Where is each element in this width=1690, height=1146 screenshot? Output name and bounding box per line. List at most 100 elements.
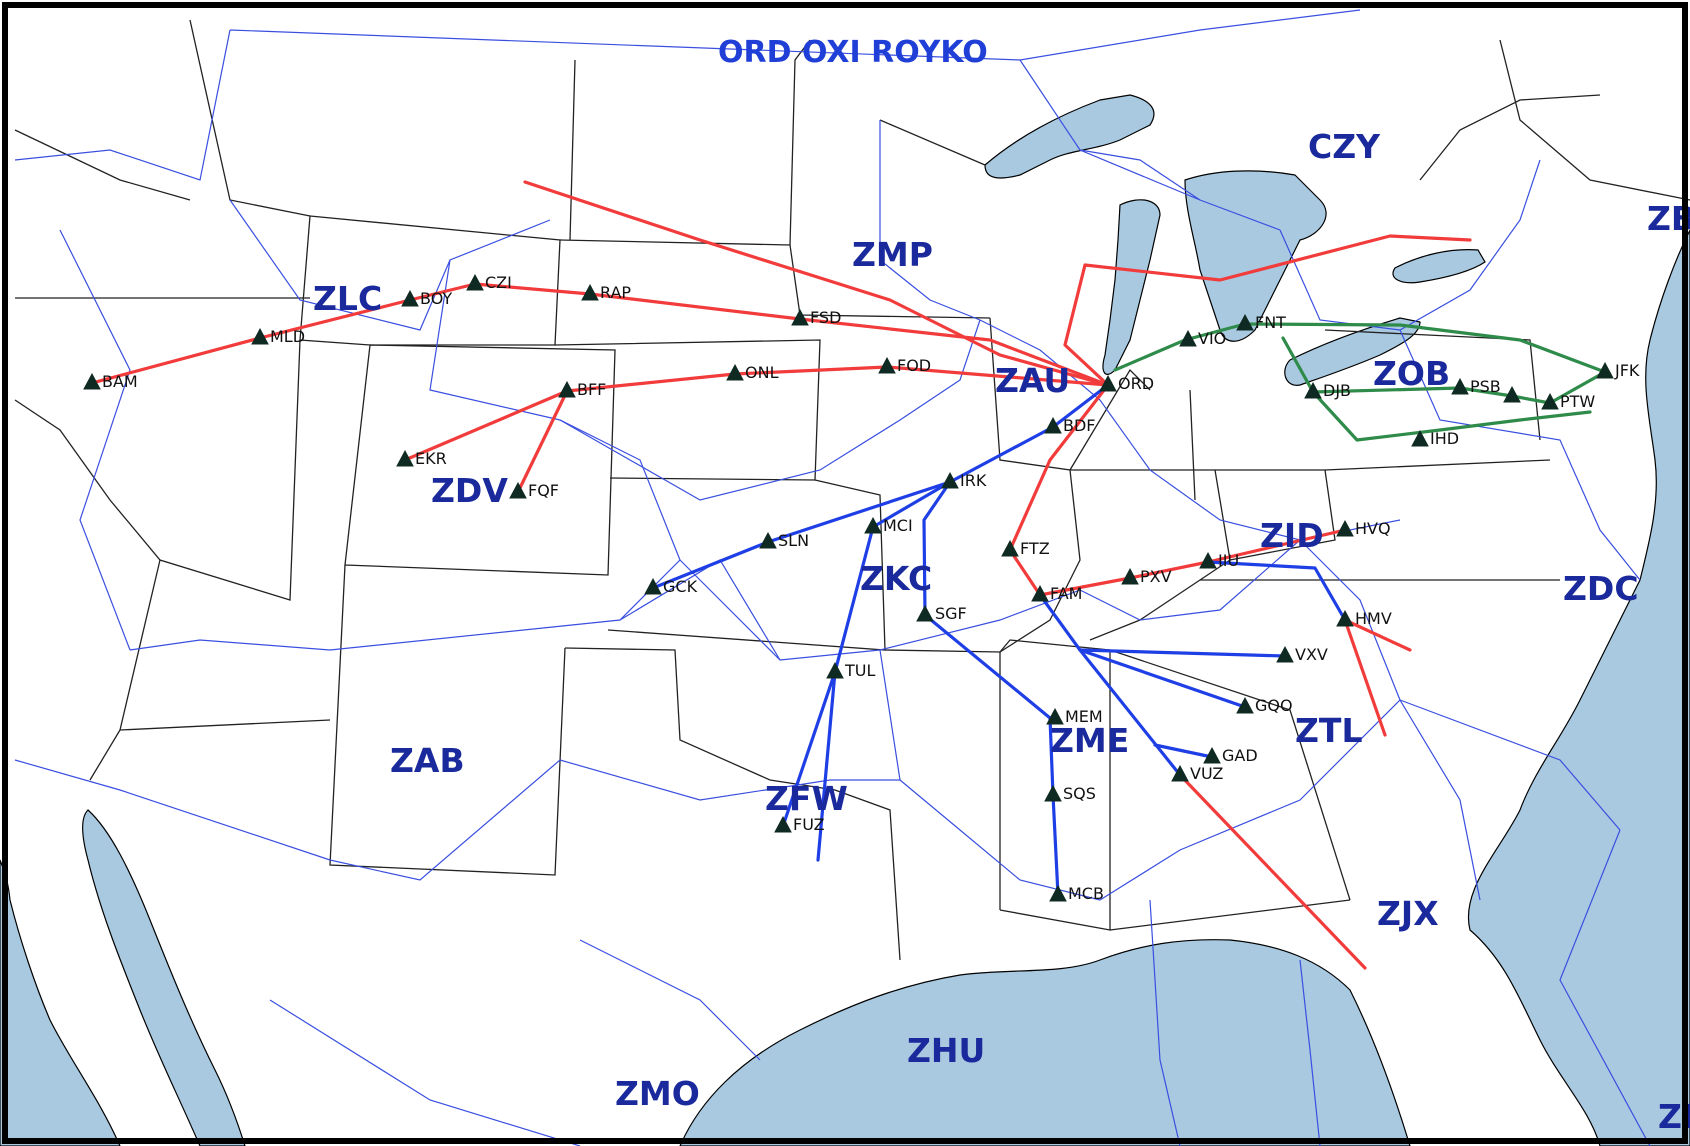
fix-marker-mcb	[1049, 884, 1067, 902]
center-label-zau: ZAU	[995, 361, 1070, 400]
fix-label-irk: IRK	[960, 471, 987, 490]
center-label-zdv: ZDV	[431, 471, 508, 510]
center-label-ztl: ZTL	[1295, 711, 1362, 750]
fix-marker-pxv	[1121, 567, 1139, 585]
fix-marker-hvq	[1336, 519, 1354, 537]
fix-marker-czi	[466, 273, 484, 291]
fix-label-fam: FAM	[1050, 584, 1082, 603]
fix-marker-onl	[726, 363, 744, 381]
center-label-zmp: ZMP	[852, 235, 933, 274]
center-label-zmo: ZMO	[615, 1074, 700, 1113]
fix-marker-fuz	[774, 815, 792, 833]
fix-label-ptw: PTW	[1560, 392, 1595, 411]
fix-marker-gad	[1203, 746, 1221, 764]
route-red-8	[1343, 618, 1387, 737]
fix-marker-iiu	[1199, 551, 1217, 569]
fix-marker-jfk	[1596, 361, 1614, 379]
fix-marker-fnt	[1236, 313, 1254, 331]
route-red-9	[1178, 773, 1367, 970]
fix-label-iiu: IIU	[1218, 551, 1239, 570]
fix-marker-ekr	[396, 449, 414, 467]
fix-label-hvq: HVQ	[1355, 519, 1391, 538]
lake-ontario	[1392, 249, 1486, 284]
fix-marker-bam	[83, 372, 101, 390]
fix-label-vxv: VXV	[1295, 645, 1328, 664]
fix-marker-vuz	[1171, 764, 1189, 782]
fix-label-boy: BOY	[420, 289, 452, 308]
fix-marker-fqf	[509, 481, 527, 499]
fix-marker-hmv	[1336, 609, 1354, 627]
fix-marker-djb	[1304, 381, 1322, 399]
fix-label-fuz: FUZ	[793, 815, 825, 834]
fix-marker-ihd	[1411, 429, 1429, 447]
fix-marker-irk	[941, 471, 959, 489]
route-green-3	[1311, 390, 1592, 442]
fix-label-sgf: SGF	[935, 604, 967, 623]
fix-label-fqf: FQF	[528, 481, 559, 500]
fix-label-vio: VIO	[1198, 329, 1226, 348]
fix-marker-fod	[878, 356, 896, 374]
lake-superior	[984, 94, 1155, 179]
route-red-3	[516, 389, 569, 494]
fix-label-mld: MLD	[270, 327, 305, 346]
fix-label-ekr: EKR	[415, 449, 447, 468]
fix-label-ftz: FTZ	[1020, 539, 1050, 558]
fix-marker-ord	[1099, 374, 1117, 392]
state-boundaries	[14, 19, 1690, 961]
route-red-7	[1343, 618, 1412, 652]
atlantic-ocean	[1467, 229, 1690, 1146]
fix-marker-rap	[581, 283, 599, 301]
center-label-zid: ZID	[1260, 516, 1324, 555]
route-red-4	[523, 180, 1110, 387]
fix-marker-mci	[864, 516, 882, 534]
fix-label-fod: FOD	[897, 356, 931, 375]
center-label-czy: CZY	[1308, 127, 1381, 166]
fix-label-fnt: FNT	[1255, 313, 1286, 332]
lake-huron	[1184, 170, 1327, 342]
fix-label-mci: MCI	[883, 516, 913, 535]
fix-label-mem: MEM	[1065, 707, 1103, 726]
center-label-zhu: ZHU	[907, 1031, 985, 1070]
gulf-of-california	[82, 809, 246, 1146]
route-blue-2	[871, 480, 952, 529]
center-label-zlc: ZLC	[313, 279, 382, 318]
fix-marker-mld	[251, 327, 269, 345]
fix-marker-bdf	[1044, 416, 1062, 434]
fix-marker-ftz	[1001, 539, 1019, 557]
fix-label-gck: GCK	[663, 577, 698, 596]
fix-marker-fsd	[791, 308, 809, 326]
fix-label-fsd: FSD	[810, 308, 841, 327]
fix-label-gqo: GQO	[1255, 696, 1293, 715]
center-labels: ZLC ZDV ZMP ZAU CZY ZOB ZB ZID ZDC ZKC Z…	[313, 127, 1690, 1136]
gulf-of-mexico	[679, 939, 1411, 1146]
route-green-1	[1113, 322, 1607, 374]
fix-label-mcb: MCB	[1068, 884, 1104, 903]
fix-marker-sgf	[916, 604, 934, 622]
route-blue-7	[1078, 648, 1287, 658]
center-label-zob: ZOB	[1373, 354, 1450, 393]
fix-label-rap: RAP	[600, 283, 631, 302]
fix-marker-bff	[558, 380, 576, 398]
map-title: ORD OXI ROYKO	[718, 35, 988, 70]
fix-label-jfk: JFK	[1614, 361, 1640, 380]
water-bodies	[0, 94, 1690, 1146]
fix-marker-gck	[644, 577, 662, 595]
fix-label-sqs: SQS	[1063, 784, 1096, 803]
fix-marker-sqs	[1044, 784, 1062, 802]
fix-marker-unlabeled-1	[1503, 385, 1521, 403]
fix-label-czi: CZI	[485, 273, 512, 292]
fix-marker-sln	[759, 531, 777, 549]
center-label-zdc: ZDC	[1563, 569, 1639, 608]
center-label-zme: ZME	[1050, 721, 1129, 760]
fix-label-pxv: PXV	[1140, 567, 1172, 586]
fix-label-onl: ONL	[745, 363, 779, 382]
route-blue-8	[1078, 648, 1247, 709]
fix-label-tul: TUL	[844, 661, 875, 680]
fix-label-hmv: HMV	[1355, 609, 1392, 628]
fix-label-ord: ORD	[1118, 374, 1154, 393]
route-blue-11	[1206, 560, 1347, 622]
